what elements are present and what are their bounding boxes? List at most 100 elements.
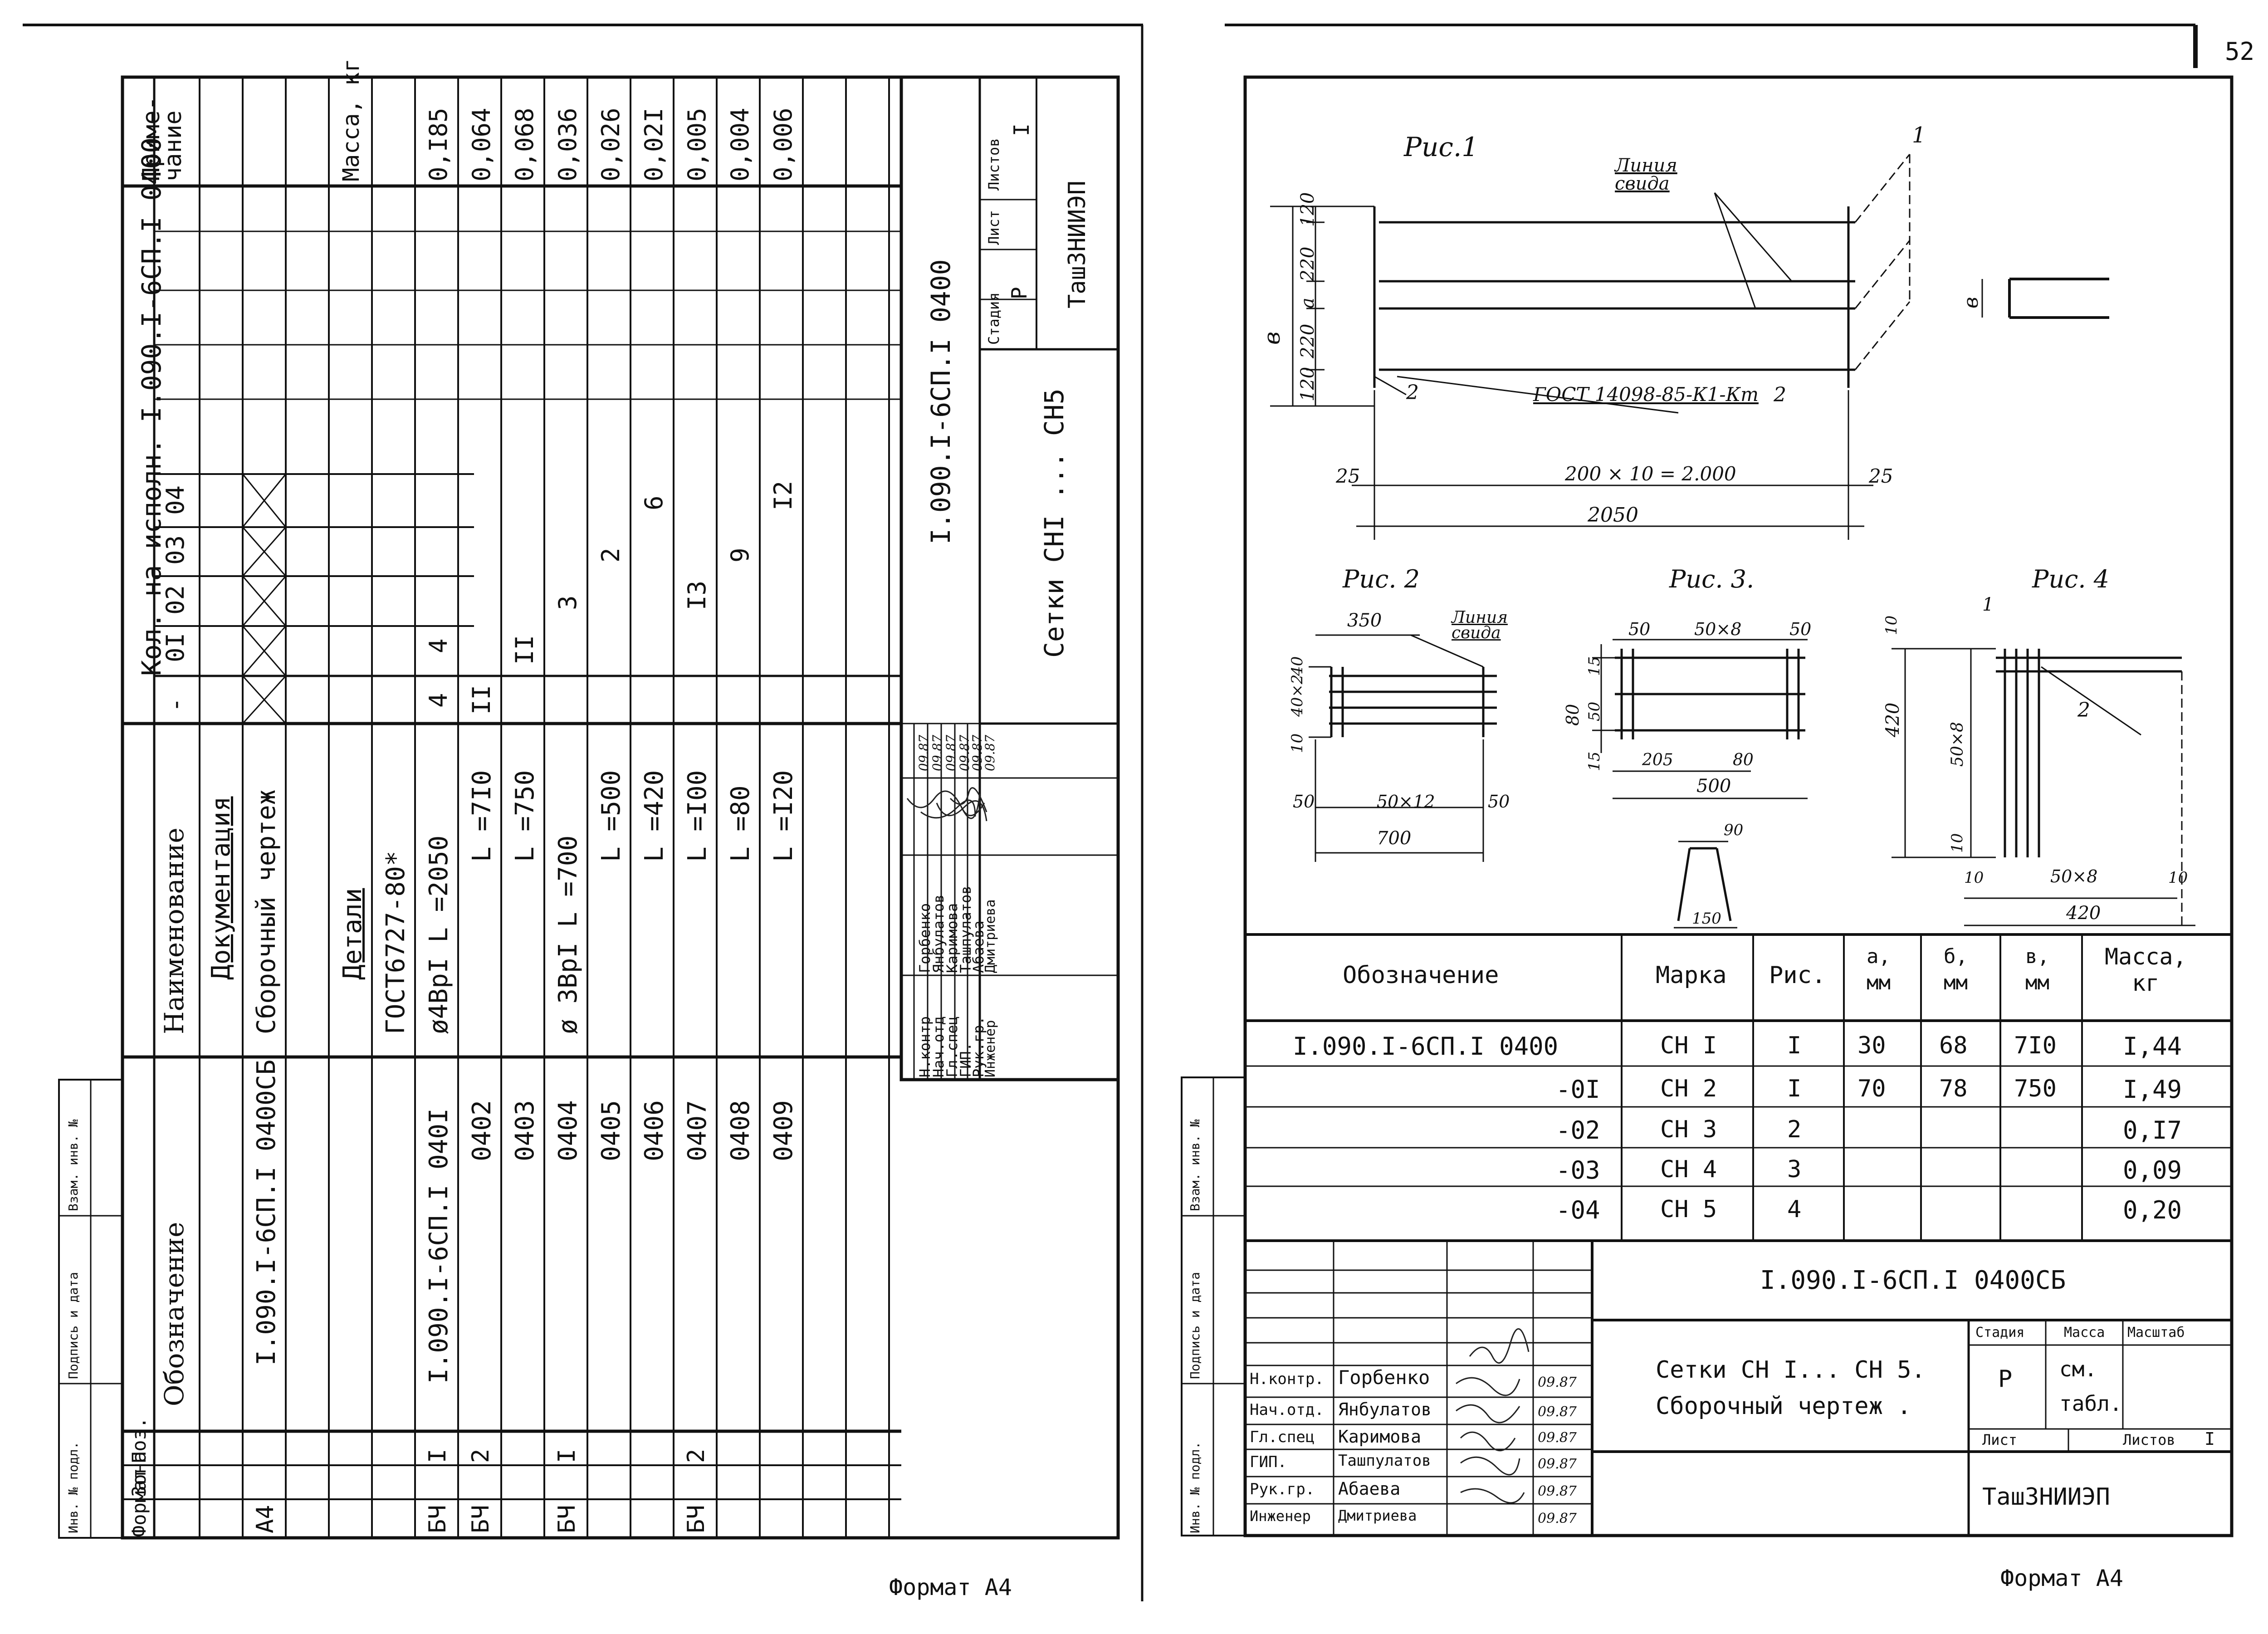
fig4-total: 420 — [2066, 903, 2101, 924]
parts-th-v: в, мм — [2025, 945, 2049, 994]
left-title: Сетки СНI ... СН5 — [1039, 388, 1070, 658]
signer-name: Абаева — [1338, 1479, 1401, 1499]
spec-row-format: БЧ — [683, 1505, 710, 1533]
spec-row-note: 0,064 — [467, 108, 496, 181]
signer-name: Дмитриева — [982, 899, 998, 973]
parts-cell: I,49 — [2123, 1075, 2182, 1104]
spec-row-pos: 2 — [467, 1448, 494, 1463]
spec-row-name: L =7I0 — [467, 770, 497, 862]
spec-row-designation: 0409 — [769, 1100, 798, 1161]
fig3-dim-b1: 205 — [1642, 751, 1673, 769]
spec-row-note: 0,006 — [769, 108, 797, 181]
right-stage-label: Стадия — [1975, 1325, 2025, 1340]
fig3-detail-bot: 150 — [1692, 910, 1721, 928]
parts-cell: 78 — [1939, 1075, 1968, 1102]
fig1-dim-l1: 220 — [1297, 323, 1318, 358]
spec-row-note: 0,036 — [553, 108, 582, 181]
fig1-dim-l2: а — [1297, 298, 1318, 308]
spec-row-designation: 0402 — [467, 1100, 497, 1161]
signer-name: Янбулатов — [1338, 1399, 1432, 1419]
signer-date: 09.87 — [1538, 1511, 1577, 1526]
right-title: Сетки СН I... СН 5. Сборочный чертеж . — [1656, 1356, 1926, 1420]
spec-row-qty: 9 — [726, 548, 754, 563]
signer-role: Нач.отд. — [1250, 1401, 1324, 1419]
spec-name-header: Наименование — [159, 827, 190, 1034]
parts-cell: -04 — [1556, 1196, 1600, 1224]
spec-row-name: ГОСТ6727-80* — [381, 851, 411, 1034]
fig1-gost: ГОСТ 14098-85-К1-Кт — [1533, 383, 1759, 406]
spec-row-pos: I — [424, 1448, 451, 1463]
spec-row-format: БЧ — [553, 1505, 581, 1533]
fig4-pos1: 1 — [1982, 594, 1994, 615]
parts-th-designation: Обозначение — [1343, 962, 1499, 989]
fig4-dim-br: 10 — [2168, 869, 2188, 887]
right-stamp-sign: Подпись и дата — [1188, 1272, 1202, 1379]
fig3-detail-top: 90 — [1724, 821, 1744, 839]
left-stage-label: Стадия — [985, 292, 1002, 345]
spec-row-format: БЧ — [467, 1505, 494, 1533]
spec-designation-header: Обозначение — [159, 1222, 190, 1406]
fig1-dim-l0: 120 — [1297, 367, 1318, 401]
signer-date: 09.87 — [1538, 1430, 1577, 1446]
parts-cell: 68 — [1939, 1032, 1968, 1059]
signer-role: ГИП. — [1250, 1453, 1287, 1471]
signer-date: 09.87 — [916, 734, 931, 771]
parts-cell: СН 4 — [1660, 1156, 1717, 1183]
parts-cell: 0,09 — [2123, 1156, 2182, 1184]
variant-header-1: 0I — [161, 632, 190, 662]
left-org: ТашЗНИИЭП — [1064, 181, 1091, 308]
signer-role: Инженер — [982, 1020, 998, 1077]
parts-cell: -0I — [1556, 1075, 1600, 1104]
spec-row-designation: 0403 — [510, 1100, 540, 1161]
spec-row-qty: II — [510, 635, 539, 665]
right-mass: см. табл. — [2059, 1357, 2122, 1416]
fig2-dim-l1: 40×2 — [1288, 674, 1306, 717]
parts-cell: 750 — [2014, 1075, 2057, 1102]
parts-th-mark: Марка — [1656, 962, 1727, 989]
spec-row-name: L =I00 — [683, 770, 712, 862]
fig3-label: Рис. 3. — [1669, 565, 1755, 593]
parts-cell: I,44 — [2123, 1032, 2182, 1061]
signer-role: Рук.гр. — [1250, 1480, 1315, 1498]
signer-date: 09.87 — [1538, 1404, 1577, 1420]
signer-name: Дмитриева — [1338, 1507, 1417, 1524]
signer-date: 09.87 — [943, 734, 958, 771]
parts-cell: СН 5 — [1660, 1196, 1717, 1223]
fig3-dim-tl: 50 — [1628, 619, 1651, 639]
right-stamp-inv: Инв. № подл. — [1188, 1441, 1202, 1533]
right-format-label: Формат А4 — [2000, 1565, 2123, 1591]
spec-row-designation: I.090.I-6СП.I 0400СБ — [252, 1059, 281, 1365]
fig3-dim-l2: 15 — [1585, 751, 1603, 771]
left-sheet-label: Лист — [985, 210, 1002, 245]
fig3-dim-side: 80 — [1563, 704, 1583, 726]
parts-cell: СН 3 — [1660, 1116, 1717, 1143]
spec-row-qty: 3 — [553, 595, 582, 610]
parts-cell: СН I — [1660, 1032, 1717, 1059]
fig3-dim-tm: 50×8 — [1694, 619, 1742, 639]
signer-role: Н.контр. — [1250, 1370, 1324, 1388]
spec-row-name: L =I20 — [769, 770, 798, 862]
spec-row-qty: II — [467, 685, 496, 714]
spec-row-note: 0,005 — [683, 108, 711, 181]
parts-cell: -03 — [1556, 1156, 1600, 1184]
right-sheets-label: Листов — [2123, 1431, 2175, 1448]
fig2-weld-line: Линия свида — [1452, 608, 1508, 642]
parts-cell: I — [1787, 1075, 1802, 1102]
parts-cell: СН 2 — [1660, 1075, 1717, 1102]
spec-row-designation: 0405 — [596, 1100, 626, 1161]
variant-header-0: - — [161, 697, 190, 712]
spec-row-note: 0,02I — [640, 108, 668, 181]
fig1-label: Рис.1 — [1404, 132, 1479, 162]
signer-date: 09.87 — [930, 734, 945, 771]
right-sheets: I — [2204, 1429, 2215, 1449]
signer-date: 09.87 — [1538, 1483, 1577, 1499]
parts-th-a: а, мм — [1867, 945, 1891, 994]
spec-row-pos: I — [553, 1448, 581, 1463]
signer-role: Гл.спец — [1250, 1428, 1315, 1446]
spec-row-name: Детали — [338, 888, 367, 980]
fig1-weld-line: Линия свида — [1615, 155, 1677, 194]
spec-row-name: Документация — [206, 796, 236, 980]
fig2-dim-l2: 10 — [1288, 733, 1306, 753]
left-stamp-sign: Подпись и дата — [66, 1272, 81, 1379]
spec-row-qty: 4 — [424, 693, 453, 708]
